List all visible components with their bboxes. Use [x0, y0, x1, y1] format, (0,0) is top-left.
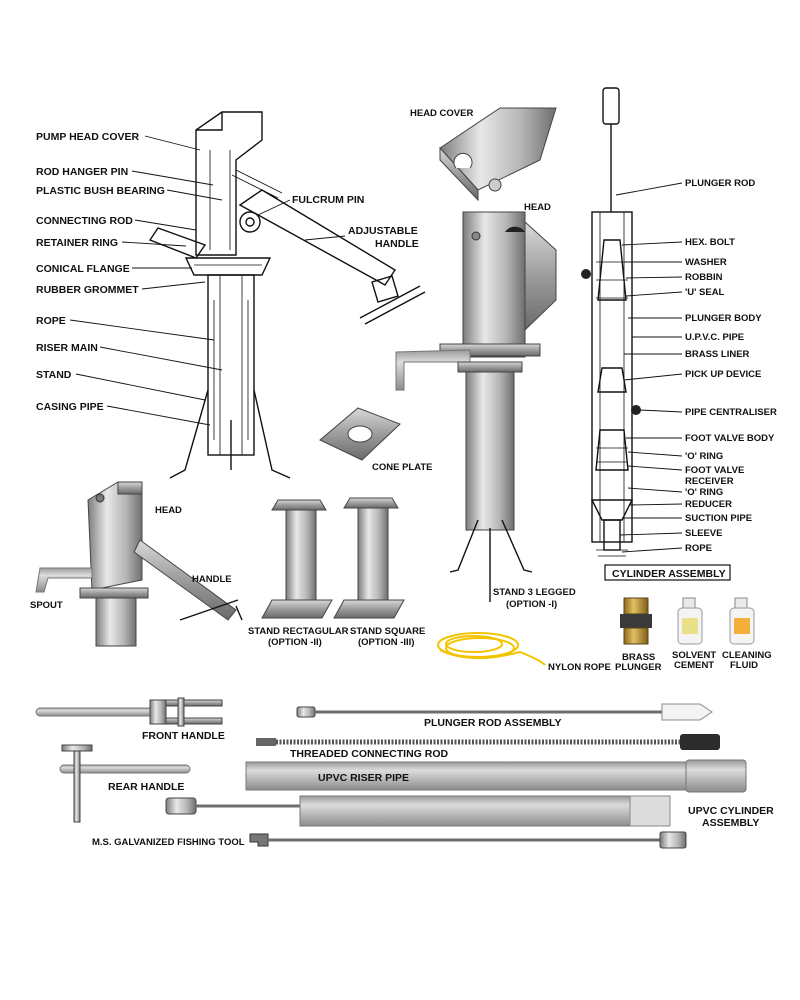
label-cement: CEMENT [674, 660, 714, 671]
label-upvc-riser-pipe: UPVC RISER PIPE [318, 772, 409, 784]
label-hex-bolt: HEX. BOLT [685, 237, 735, 248]
label-cylinder-assembly: CYLINDER ASSEMBLY [612, 568, 726, 580]
label-adjustable-handle: HANDLE [375, 238, 419, 250]
cylinder-assembly-box [604, 564, 731, 581]
left-leader-lines [69, 135, 346, 426]
fishing-tool-part [249, 831, 687, 849]
label-receiver: RECEIVER [685, 476, 734, 487]
label-plunger-body: PLUNGER BODY [685, 313, 762, 324]
label-option-iii: (OPTION -III) [358, 637, 414, 648]
label-retainer-ring: RETAINER RING [36, 237, 118, 249]
label-handle-assembled: HANDLE [192, 574, 232, 585]
label-upvc-pipe: U.P.V.C. PIPE [685, 332, 744, 343]
label-assembly: ASSEMBLY [702, 817, 759, 829]
label-adjustable: ADJUSTABLE [348, 225, 418, 237]
label-robbin: ROBBIN [685, 272, 723, 283]
label-foot-valve: FOOT VALVE [685, 465, 744, 476]
label-plunger-rod-assembly: PLUNGER ROD ASSEMBLY [424, 717, 562, 729]
label-brass-liner: BRASS LINER [685, 349, 750, 360]
label-plastic-bush-bearing: PLASTIC BUSH BEARING [36, 185, 165, 197]
nylon-rope-coil [437, 632, 546, 666]
label-o-ring-1: 'O' RING [685, 451, 723, 462]
label-solvent: SOLVENT [672, 650, 716, 661]
label-plunger: PLUNGER [615, 662, 662, 673]
label-washer: WASHER [685, 257, 727, 268]
label-upvc-cylinder: UPVC CYLINDER [688, 805, 774, 817]
label-option-ii: (OPTION -II) [268, 637, 322, 648]
label-rubber-grommet: RUBBER GROMMET [36, 284, 139, 296]
stand-square-part [333, 497, 405, 619]
label-ms-galvanized-fishing-tool: M.S. GALVANIZED FISHING TOOL [92, 837, 245, 848]
label-cleaning: CLEANING [722, 650, 772, 661]
label-pick-up-device: PICK UP DEVICE [685, 369, 761, 380]
label-u-seal: 'U' SEAL [685, 287, 725, 298]
label-suction-pipe: SUCTION PIPE [685, 513, 752, 524]
label-reducer: REDUCER [685, 499, 732, 510]
label-rope-cylinder: ROPE [685, 543, 712, 554]
label-sleeve: SLEEVE [685, 528, 723, 539]
front-handle-part [35, 697, 223, 727]
label-foot-valve-body: FOOT VALVE BODY [685, 433, 775, 444]
label-stand-square: STAND SQUARE [350, 626, 425, 637]
label-pump-head-cover: PUMP HEAD COVER [36, 131, 139, 143]
label-stand-rectagular: STAND RECTAGULAR [248, 626, 349, 637]
upvc-cylinder-assembly-part [165, 795, 671, 827]
label-conical-flange: CONICAL FLANGE [36, 263, 130, 275]
label-pipe-centraliser: PIPE CENTRALISER [685, 407, 777, 418]
pump-cutaway-drawing [148, 111, 426, 479]
cylinder-leader-lines [615, 182, 683, 553]
label-stand-3-legged: STAND 3 LEGGED [493, 587, 576, 598]
label-head: HEAD [524, 202, 551, 213]
label-fulcrum-pin: FULCRUM PIN [292, 194, 364, 206]
upvc-riser-pipe-part [245, 759, 747, 793]
label-rope: ROPE [36, 315, 66, 327]
label-rod-hanger-pin: ROD HANGER PIN [36, 166, 128, 178]
label-connecting-rod: CONNECTING ROD [36, 215, 133, 227]
label-spout: SPOUT [30, 600, 63, 611]
cone-plate-part [319, 407, 401, 461]
stand-3-legged-part [449, 361, 533, 602]
label-cone-plate: CONE PLATE [372, 462, 433, 473]
solvent-cement-bottle [677, 597, 703, 645]
label-brass: BRASS [622, 652, 655, 663]
stand-rectagular-part [261, 499, 333, 619]
label-rear-handle: REAR HANDLE [108, 781, 184, 793]
rear-handle-part [59, 744, 191, 823]
cylinder-assembly-drawing [581, 87, 641, 557]
label-fluid: FLUID [730, 660, 758, 671]
brass-plunger-part [620, 597, 652, 645]
label-stand: STAND [36, 369, 72, 381]
head-cover-part [439, 107, 557, 202]
pump-head-part [395, 211, 557, 391]
label-riser-main: RISER MAIN [36, 342, 98, 354]
label-threaded-connecting-rod: THREADED CONNECTING ROD [290, 748, 449, 760]
plunger-rod-assembly-part [296, 703, 713, 721]
assembled-pump [35, 481, 243, 647]
label-plunger-rod: PLUNGER ROD [685, 178, 755, 189]
label-casing-pipe: CASING PIPE [36, 401, 104, 413]
label-head-cover: HEAD COVER [410, 108, 473, 119]
label-nylon-rope: NYLON ROPE [548, 662, 611, 673]
label-head-assembled: HEAD [155, 505, 182, 516]
label-front-handle: FRONT HANDLE [142, 730, 225, 742]
cleaning-fluid-bottle [729, 597, 755, 645]
label-option-i: (OPTION -I) [506, 599, 557, 610]
threaded-connecting-rod-part [256, 734, 720, 750]
label-o-ring-2: 'O' RING [685, 487, 723, 498]
